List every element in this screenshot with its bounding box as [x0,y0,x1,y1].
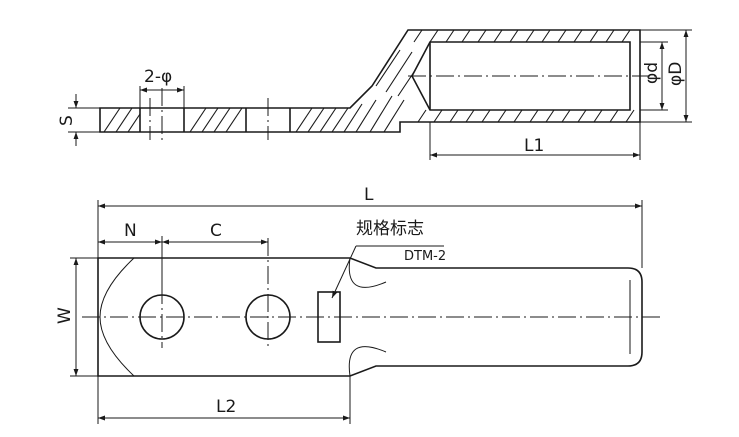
top-plan-view: 规格标志 DTM-2 L N C W L2 [55,185,660,424]
barrel-len-label: L1 [524,136,544,156]
transition-shoulder-bottom [348,346,387,377]
width-label: W [55,307,75,324]
outer-dia-label: φD [666,62,686,86]
transition-shoulder-top [348,257,387,288]
barrel-bottom-hatching [417,109,635,123]
holes-label: 2-φ [144,67,172,87]
total-len-label: L [364,185,374,205]
palm-hatching [103,49,415,133]
n-label: N [124,221,137,241]
barrel-bore [411,41,631,111]
lug-outline [97,257,643,377]
palm-plate-outline [99,29,641,133]
side-section-view: 2-φ S φd φD L1 [57,29,692,160]
c-label: C [210,221,222,241]
spec-mark-label: 规格标志 [356,219,424,239]
palm-len-label: L2 [216,397,236,417]
barrel-top-hatching [413,29,631,43]
model-label: DTM-2 [404,249,446,264]
thickness-label: S [57,115,77,126]
inner-dia-label: φd [642,62,662,84]
spec-leader [331,245,357,299]
